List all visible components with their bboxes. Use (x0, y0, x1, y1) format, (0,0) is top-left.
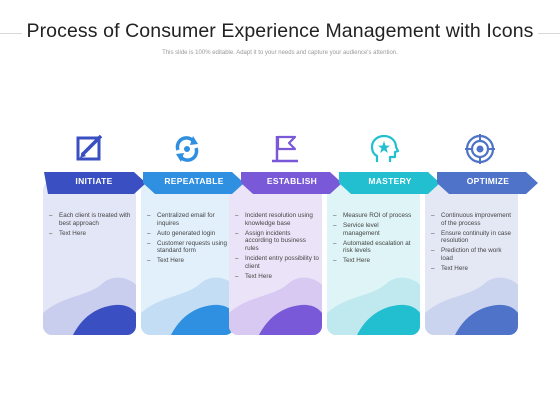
title-rule-right (538, 33, 560, 34)
step-label-mastery: MASTERY (368, 176, 412, 186)
bullet-item: Text Here (49, 230, 133, 238)
bullet-item: Centralized email for inquires (147, 212, 231, 227)
bullet-item: Text Here (235, 273, 319, 281)
bullet-item: Service level management (333, 222, 417, 237)
card-wave-decoration (141, 277, 234, 335)
card-wave-decoration (425, 277, 518, 335)
bullet-item: Auto generated login (147, 230, 231, 238)
step-label-establish: ESTABLISH (266, 176, 318, 186)
edit-icon (76, 134, 103, 161)
bullet-item: Measure ROI of process (333, 212, 417, 220)
bullet-item: Continuous improvement of the process (431, 212, 515, 227)
page-subtitle: This slide is 100% editable. Adapt it to… (162, 50, 398, 56)
step-card-establish: Incident resolution using knowledge base… (229, 181, 322, 335)
bullet-item: Text Here (147, 257, 231, 265)
step-card-optimize: Continuous improvement of the process En… (425, 181, 518, 335)
refresh-icon (175, 136, 199, 162)
step-card-initiate: Each client is treated with best approac… (43, 181, 136, 335)
step-label-repeatable: REPEATABLE (164, 176, 224, 186)
head-star-icon (370, 134, 400, 162)
bullet-item: Assign incidents according to business r… (235, 230, 319, 253)
card-wave-decoration (229, 277, 322, 335)
card-wave-decoration (43, 277, 136, 335)
card-wave-decoration (327, 277, 420, 335)
page-title: Process of Consumer Experience Managemen… (26, 20, 534, 42)
step-card-mastery: Measure ROI of process Service level man… (327, 181, 420, 335)
bullet-item: Ensure continuity in case resolution (431, 230, 515, 245)
step-label-optimize: OPTIMIZE (466, 176, 510, 186)
title-rule-left (0, 33, 22, 34)
step-label-initiate: INITIATE (75, 176, 113, 186)
bullet-item: Incident entry possibility to client (235, 255, 319, 270)
target-icon (465, 134, 495, 164)
bullet-item: Prediction of the work load (431, 247, 515, 262)
flag-icon (272, 135, 298, 163)
bullet-item: Incident resolution using knowledge base (235, 212, 319, 227)
bullet-item: Text Here (431, 265, 515, 273)
bullet-item: Text Here (333, 257, 417, 265)
bullet-item: Each client is treated with best approac… (49, 212, 133, 227)
bullet-item: Customer requests using standard form (147, 240, 231, 255)
bullet-item: Automated escalation at risk levels (333, 240, 417, 255)
step-card-repeatable: Centralized email for inquires Auto gene… (141, 181, 234, 335)
